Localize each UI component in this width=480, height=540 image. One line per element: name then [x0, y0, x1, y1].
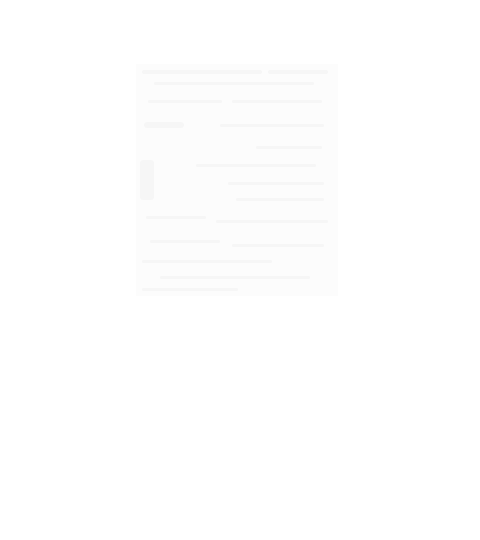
faint-mark: [146, 216, 206, 219]
faint-mark: [142, 288, 238, 291]
paper-texture: [140, 70, 328, 291]
faint-mark: [232, 100, 322, 103]
faint-mark: [256, 146, 322, 149]
faint-mark: [150, 240, 220, 243]
faint-mark: [236, 198, 324, 201]
faint-mark: [268, 70, 328, 74]
faded-paper-thumbnail: [136, 64, 338, 296]
faint-mark: [142, 70, 262, 74]
faint-mark: [142, 260, 272, 263]
faint-mark: [220, 124, 324, 127]
faint-text-marks: [140, 70, 328, 291]
faint-mark: [232, 244, 324, 247]
faint-mark: [216, 220, 328, 223]
faint-mark: [154, 82, 314, 85]
faint-mark: [160, 276, 310, 279]
faint-mark: [228, 182, 324, 185]
faint-mark: [148, 100, 222, 103]
faint-mark: [144, 122, 184, 128]
faint-mark: [196, 164, 316, 167]
faint-mark: [140, 160, 154, 200]
